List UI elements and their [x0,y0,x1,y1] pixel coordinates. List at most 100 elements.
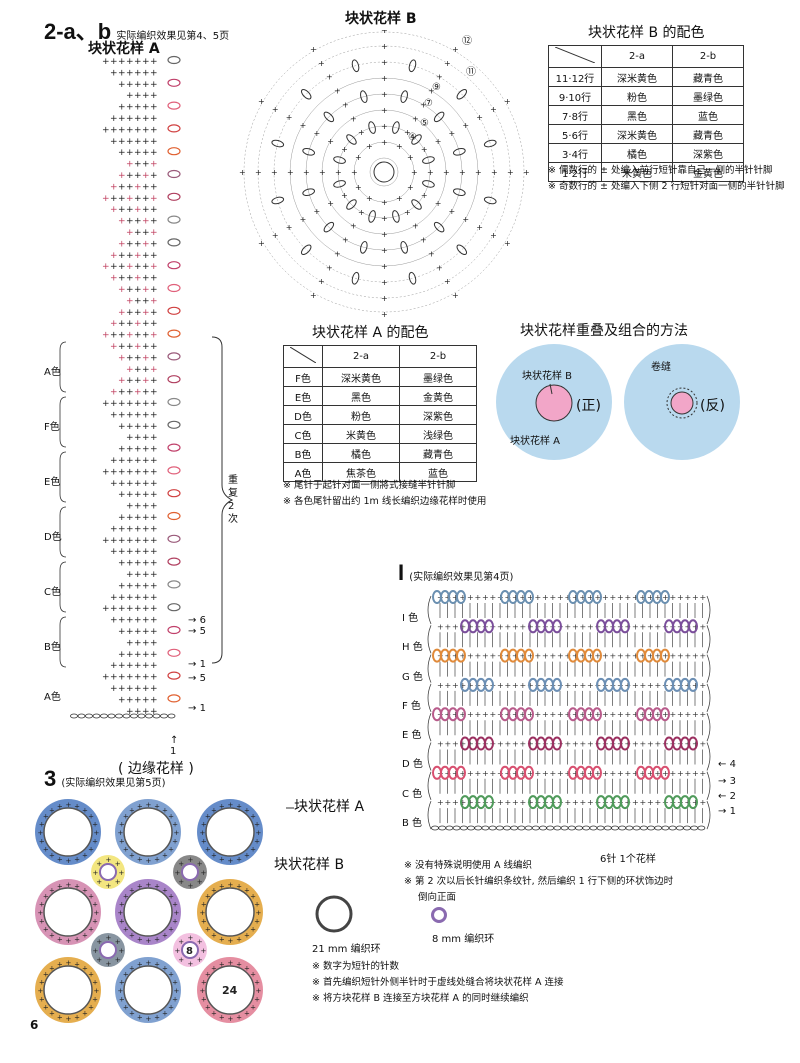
round-mark: ⑪ [466,66,476,78]
svg-text:+: + [134,239,142,249]
svg-text:+: + [93,869,99,877]
svg-text:+: + [632,710,639,719]
svg-text:+: + [647,710,654,719]
svg-text:+: + [119,947,125,955]
svg-text:+: + [150,251,158,261]
svg-text:+: + [475,652,482,661]
svg-text:+: + [197,860,203,868]
svg-text:+: + [587,710,594,719]
svg-text:+: + [327,137,334,146]
svg-text:+: + [150,695,158,705]
svg-text:+: + [685,652,692,661]
svg-text:+: + [142,331,150,341]
svg-text:+: + [150,684,158,694]
svg-text:+: + [319,168,326,177]
svg-text:+: + [106,882,112,890]
svg-text:+: + [520,710,527,719]
section-i-repeat: 6针 1个花样 [600,854,656,865]
svg-text:+: + [542,769,549,778]
svg-text:+: + [482,652,489,661]
svg-text:+: + [137,1014,143,1022]
svg-text:+: + [129,964,135,972]
svg-text:+: + [527,769,534,778]
svg-text:+: + [110,137,118,147]
svg-text:+: + [625,740,632,749]
svg-text:+: + [134,433,142,443]
svg-text:+: + [172,900,178,908]
svg-text:+: + [142,342,150,352]
svg-text:+: + [670,710,677,719]
svg-text:+: + [685,710,692,719]
svg-text:+: + [142,650,150,660]
svg-text:+: + [94,909,100,917]
svg-text:+: + [572,593,579,602]
svg-text:+: + [462,121,469,130]
svg-text:+: + [505,798,512,807]
svg-text:+: + [123,971,129,979]
svg-text:+: + [250,845,256,853]
svg-text:+: + [497,798,504,807]
svg-text:+: + [236,1014,242,1022]
svg-text:+: + [142,547,150,557]
svg-text:+: + [126,479,134,489]
svg-text:+: + [452,622,459,631]
svg-text:+: + [685,593,692,602]
svg-text:+: + [355,153,362,162]
svg-text:+: + [505,710,512,719]
svg-text:+: + [142,513,150,523]
svg-text:+: + [655,681,662,690]
svg-text:+: + [150,205,158,215]
svg-text:+: + [427,168,434,177]
svg-text:+: + [700,798,707,807]
motif-a-stitches: ++++++++++++++++++++++++++++++++++++++++… [59,55,181,719]
svg-text:+: + [126,467,134,477]
svg-text:+: + [150,661,158,671]
svg-text:+: + [617,593,624,602]
svg-text:+: + [445,622,452,631]
svg-text:+: + [118,661,126,671]
svg-text:+: + [254,978,260,986]
svg-text:+: + [119,996,125,1004]
svg-text:+: + [201,978,207,986]
svg-text:+: + [150,91,158,101]
svg-text:+: + [205,1003,211,1011]
svg-text:+: + [74,960,80,968]
svg-text:+: + [254,838,260,846]
svg-text:+: + [146,959,152,967]
svg-text:+: + [172,820,178,828]
svg-text:+: + [126,114,134,124]
svg-text:+: + [491,168,498,177]
svg-text:+: + [318,59,325,68]
svg-text:+: + [617,710,624,719]
svg-text:+: + [150,160,158,170]
svg-text:+: + [467,622,474,631]
svg-text:+: + [647,681,654,690]
table-b-title: 块状花样 B 的配色 [588,25,705,41]
svg-text:+: + [106,856,112,864]
svg-text:+: + [134,661,142,671]
svg-text:+: + [134,399,142,409]
svg-text:+: + [168,813,174,821]
svg-text:+: + [123,893,129,901]
round-mark: ④ [408,132,417,143]
svg-text:+: + [587,740,594,749]
svg-text:+: + [201,820,207,828]
svg-text:+: + [142,205,150,215]
svg-text:+: + [126,217,134,227]
svg-text:+: + [118,125,126,135]
svg-text:+: + [102,604,110,614]
svg-text:+: + [118,479,126,489]
svg-text:+: + [126,319,134,329]
svg-text:+: + [154,1014,160,1022]
svg-text:+: + [460,622,467,631]
svg-text:+: + [520,740,527,749]
svg-text:+: + [655,622,662,631]
svg-text:+: + [507,168,514,177]
svg-text:+: + [572,798,579,807]
svg-text:+: + [228,881,234,889]
svg-text:+: + [126,331,134,341]
svg-text:+: + [188,882,194,890]
svg-text:+: + [118,171,126,181]
svg-text:+: + [527,798,534,807]
svg-text:+: + [74,856,80,864]
